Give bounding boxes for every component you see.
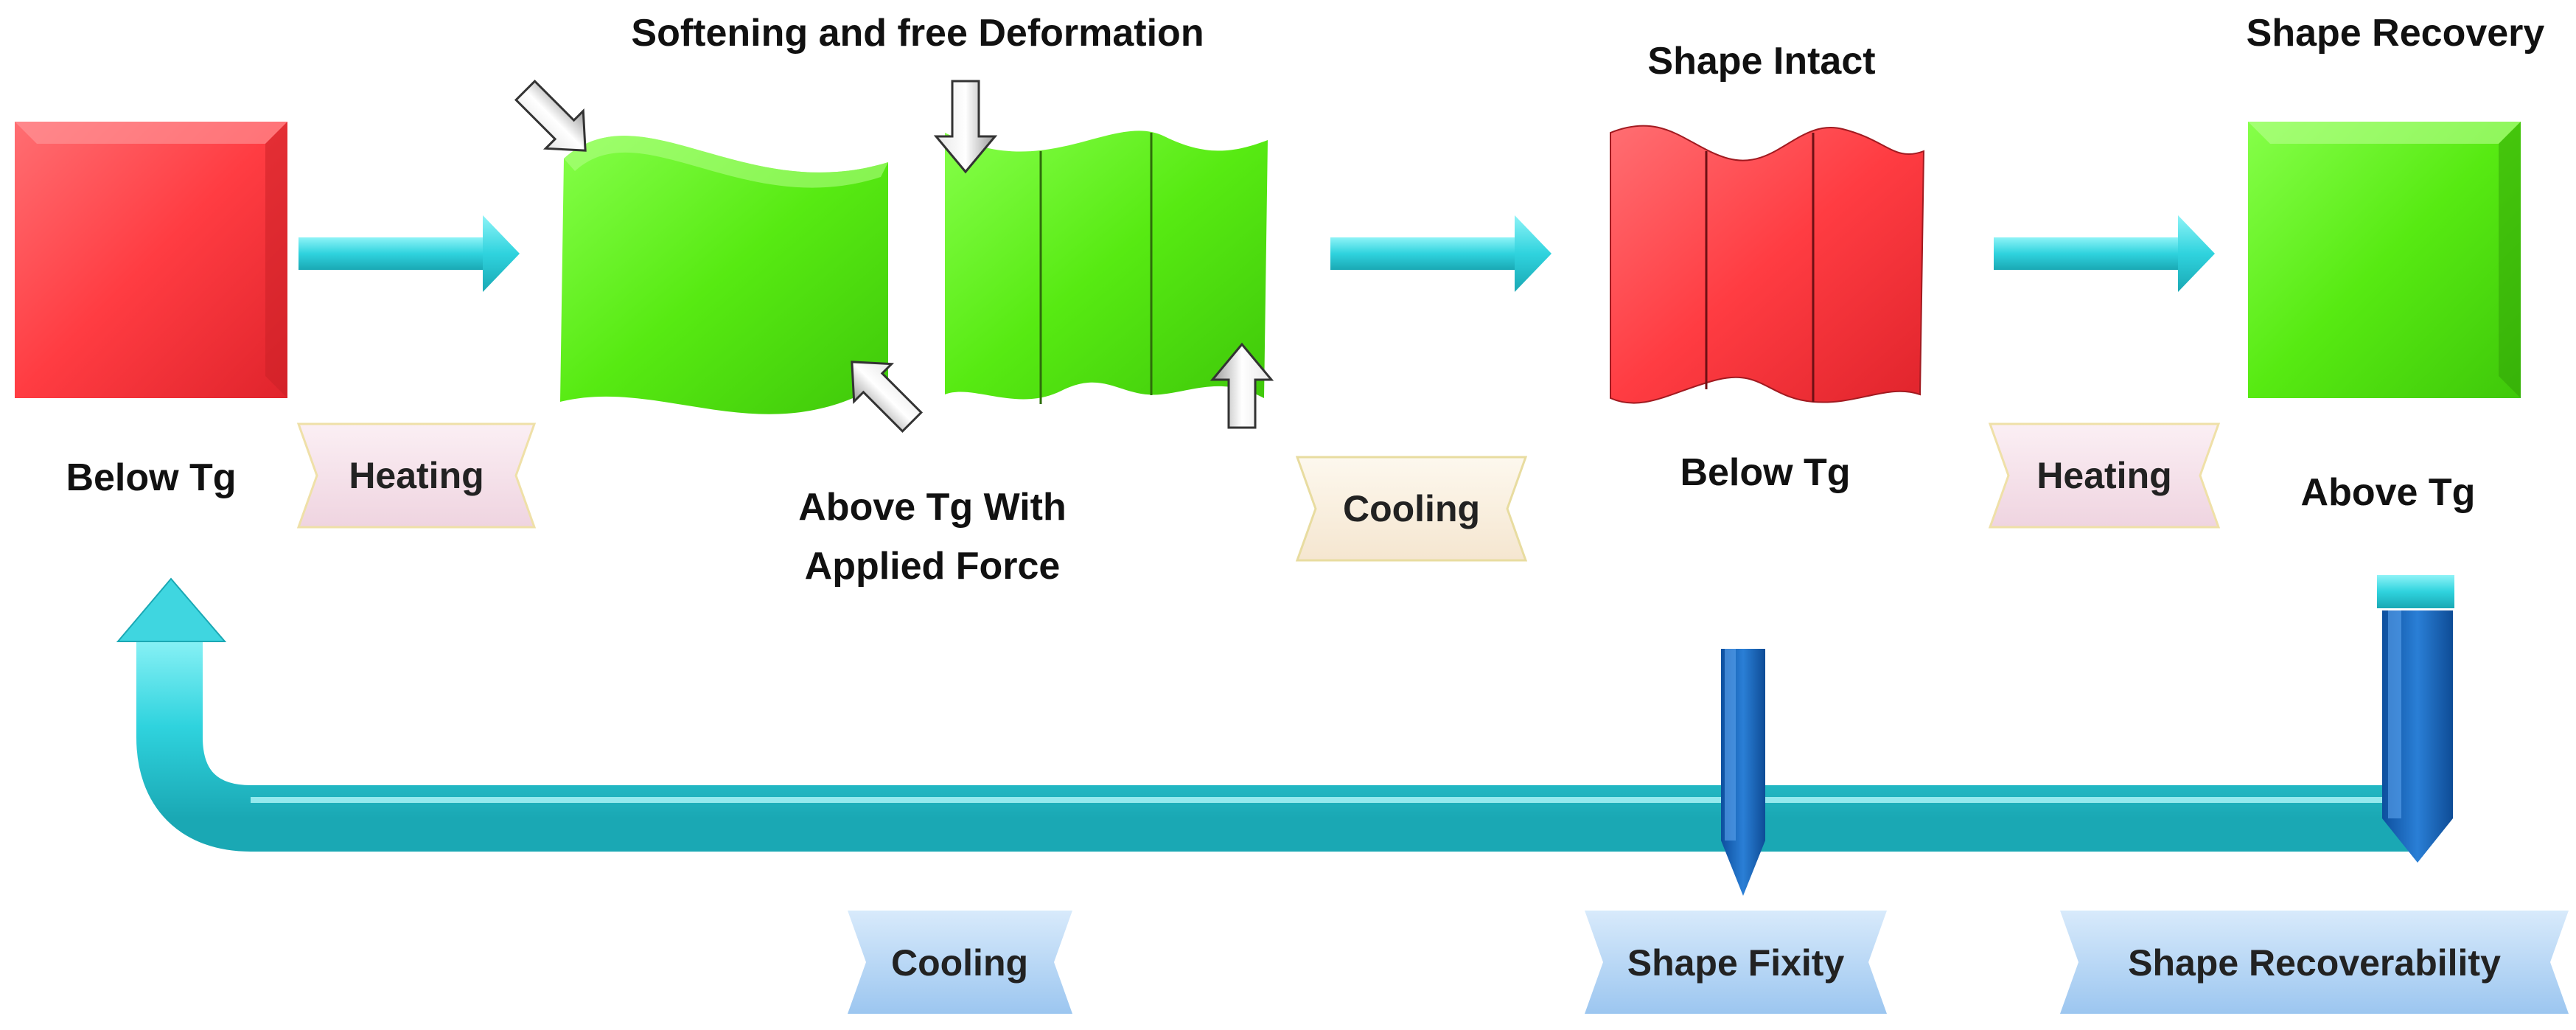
recoverability-pointer bbox=[2377, 575, 2454, 863]
label-softening-title: Softening and free Deformation bbox=[631, 12, 1204, 55]
deformed-sample-shear bbox=[560, 136, 888, 414]
force-arrow-bottom-right bbox=[851, 361, 924, 434]
return-loop-arrow bbox=[116, 577, 2425, 852]
force-arrow-bottom-up bbox=[1210, 342, 1274, 429]
recovered-sample-green bbox=[2248, 122, 2521, 398]
label-above-tg-force-2: Applied Force bbox=[805, 545, 1061, 588]
label-shape-intact: Shape Intact bbox=[1647, 40, 1875, 83]
svg-text:Heating: Heating bbox=[349, 455, 484, 496]
fixed-sample-red bbox=[1610, 125, 1925, 404]
label-above-tg-force-1: Above Tg With bbox=[798, 486, 1067, 529]
svg-text:Cooling: Cooling bbox=[891, 942, 1028, 984]
force-arrow-top-left bbox=[514, 79, 587, 152]
tag-heating-1: Heating bbox=[296, 422, 537, 529]
heating-arrow-2 bbox=[1994, 215, 2215, 292]
tag-shape-recoverability: Shape Recoverability bbox=[2060, 911, 2569, 1014]
label-above-tg-right: Above Tg bbox=[2301, 471, 2476, 514]
glassy-sample-left bbox=[15, 122, 287, 398]
tag-cooling-1: Cooling bbox=[1295, 456, 1528, 562]
tag-shape-fixity: Shape Fixity bbox=[1585, 911, 1887, 1014]
cooling-arrow-1 bbox=[1330, 215, 1551, 292]
force-arrow-top-down bbox=[933, 80, 998, 174]
svg-text:Heating: Heating bbox=[2036, 455, 2171, 496]
tag-heating-2: Heating bbox=[1988, 422, 2221, 529]
tag-cooling-return: Cooling bbox=[848, 911, 1072, 1014]
label-shape-recovery: Shape Recovery bbox=[2247, 12, 2545, 55]
svg-text:Cooling: Cooling bbox=[1343, 488, 1480, 529]
label-below-tg-left: Below Tg bbox=[66, 456, 236, 499]
label-below-tg-mid: Below Tg bbox=[1680, 451, 1850, 494]
heating-arrow-1 bbox=[299, 215, 520, 292]
svg-text:Shape Fixity: Shape Fixity bbox=[1627, 942, 1845, 984]
svg-text:Shape Recoverability: Shape Recoverability bbox=[2128, 942, 2501, 984]
fixity-pointer bbox=[1721, 649, 1765, 896]
deformed-sample-compressed bbox=[945, 131, 1268, 404]
